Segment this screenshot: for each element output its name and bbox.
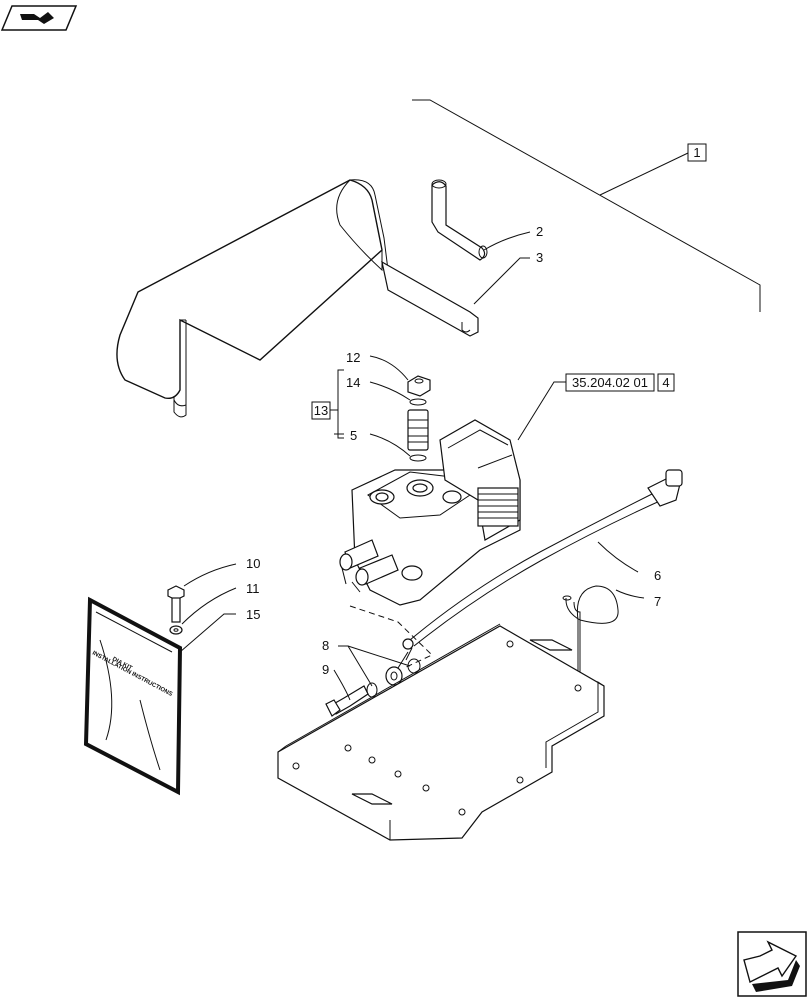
o-ring-upper: [409, 398, 427, 406]
callout-4-label: 4: [662, 375, 669, 390]
banjo-bolt: [325, 685, 369, 717]
callout-1-label: 1: [693, 145, 700, 160]
callout-6-label: 6: [654, 568, 661, 583]
washer: [169, 625, 183, 635]
tube-loop: [562, 585, 619, 700]
reference-label[interactable]: 35.204.02 01: [572, 375, 648, 390]
cover-guard: [116, 179, 389, 418]
callout-11-label: 11: [246, 581, 260, 596]
callout-2-label: 2: [536, 224, 543, 239]
fitting-cap: [407, 375, 431, 397]
callout-1: 1: [687, 143, 707, 162]
bolt: [167, 585, 185, 623]
callout-15-label: 15: [246, 607, 260, 622]
adapter-fitting: [407, 409, 429, 451]
o-ring-lower: [409, 454, 427, 462]
callout-13: 13: [311, 401, 331, 420]
callout-14-label: 14: [346, 375, 360, 390]
callout-10-label: 10: [246, 556, 260, 571]
callout-8-label: 8: [322, 638, 329, 653]
next-page-icon[interactable]: [737, 931, 807, 997]
bracket-plate: [381, 260, 479, 337]
callout-7-label: 7: [654, 594, 661, 609]
callout-5-label: 5: [350, 428, 357, 443]
reference-link[interactable]: 35.204.02 01: [565, 373, 655, 392]
callout-13-label: 13: [314, 403, 328, 418]
callout-12-label: 12: [346, 350, 360, 365]
callout-4: 4: [657, 373, 675, 392]
callout-9-label: 9: [322, 662, 329, 677]
group-bracket: [330, 369, 344, 439]
hydraulic-hose: [402, 469, 683, 661]
leader-lines: [179, 231, 645, 701]
previous-page-icon[interactable]: [0, 5, 78, 31]
instruction-booklet: DIA KIT INSTALLATION INSTRUCTIONS: [83, 596, 183, 796]
connection-dashes: [349, 605, 433, 669]
mounting-plate: [277, 623, 605, 841]
pipe-clamp: [431, 179, 488, 261]
assembly-bracket: [412, 99, 761, 312]
callout-3-label: 3: [536, 250, 543, 265]
control-valve: [339, 419, 521, 606]
